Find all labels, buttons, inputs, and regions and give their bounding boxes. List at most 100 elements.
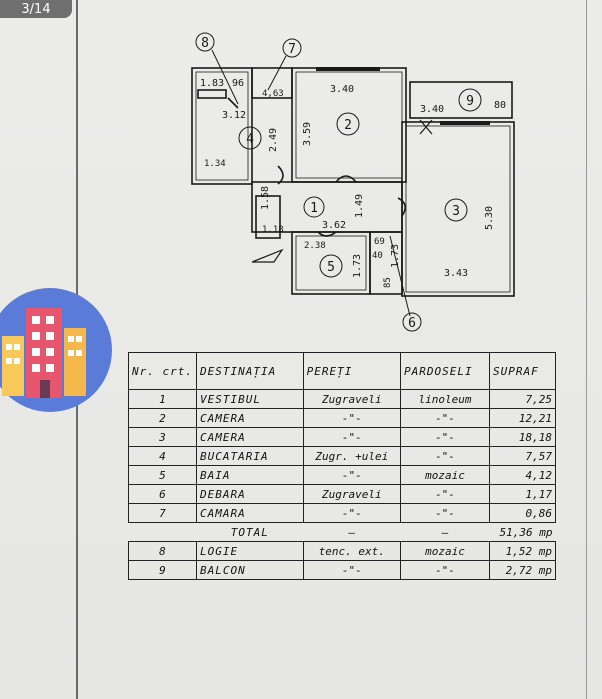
cell-nr: 9 xyxy=(128,560,197,580)
cell-destinatia: LOGIE xyxy=(195,541,304,561)
marker-circle-2 xyxy=(336,112,360,136)
table-header-row: Nr. crt. DESTINAȚIA PEREȚI PARDOSELI SUP… xyxy=(128,352,556,390)
leader-8 xyxy=(211,49,239,105)
marker-circle-3 xyxy=(444,198,468,222)
dim-1-58: 1.58 xyxy=(260,186,271,210)
cell-destinatia: CAMERA xyxy=(195,408,304,428)
dim-2-38: 2.38 xyxy=(304,241,326,251)
cell-supraf: 0,86 xyxy=(489,503,556,523)
table-total-row: TOTAL — — 51,36 mp xyxy=(128,522,556,542)
table-row: 3 CAMERA -"- -"- 18,18 xyxy=(128,427,556,447)
dim-3-59: 3.59 xyxy=(302,122,313,146)
floor-plan-walls xyxy=(191,49,515,317)
cell-pardoseli: -"- xyxy=(399,503,491,523)
cell-total-pardoseli: — xyxy=(400,522,490,542)
image-counter-badge: 3/14 xyxy=(0,0,72,18)
cell-pereti: -"- xyxy=(302,465,401,485)
cell-nr-empty xyxy=(128,522,197,542)
table-row: 1 VESTIBUL Zugraveli linoleum 7,25 xyxy=(128,389,556,409)
cell-nr: 5 xyxy=(128,465,197,485)
table-row: 8 LOGIE tenc. ext. mozaic 1,52 mp xyxy=(128,541,556,561)
marker-2: 2 xyxy=(344,118,352,133)
table-row: 7 CAMARA -"- -"- 0,86 xyxy=(128,503,556,523)
cell-supraf: 7,57 xyxy=(489,446,556,466)
dim-4-63: 4,63 xyxy=(262,89,284,99)
cell-destinatia: VESTIBUL xyxy=(195,389,304,409)
building-logo-icon xyxy=(0,288,112,412)
cell-total-pereti: — xyxy=(303,522,401,542)
cell-destinatia: BALCON xyxy=(195,560,304,580)
header-supraf: SUPRAF xyxy=(489,352,556,390)
marker-4: 4 xyxy=(246,132,254,147)
dim-3-62: 3.62 xyxy=(322,220,346,231)
marker-circle-1 xyxy=(303,196,325,218)
dim-5-30: 5.30 xyxy=(484,206,495,230)
floor-plan: 8 7 1 2 3 4 5 6 9 1.83 96 3.40 3.40 80 4… xyxy=(191,32,515,332)
rooms-table: Nr. crt. DESTINAȚIA PEREȚI PARDOSELI SUP… xyxy=(128,352,556,580)
cell-supraf: 12,21 xyxy=(489,408,556,428)
cell-nr: 2 xyxy=(128,408,197,428)
cell-pardoseli: -"- xyxy=(399,446,491,466)
door-room-2 xyxy=(335,175,357,183)
page-margin-line-right xyxy=(586,0,587,699)
dim-3-43: 3.43 xyxy=(444,268,468,279)
wall-kitchen xyxy=(191,67,253,185)
dim-2-49: 2.49 xyxy=(268,128,279,152)
cell-nr: 7 xyxy=(128,503,197,523)
cell-supraf: 1,52 mp xyxy=(489,541,556,561)
leader-6 xyxy=(389,235,411,317)
marker-8: 8 xyxy=(201,36,209,51)
cell-supraf: 2,72 mp xyxy=(489,560,556,580)
cell-pereti: Zugr. +ulei xyxy=(302,446,401,466)
dim-3-40-balcony: 3.40 xyxy=(420,104,444,115)
door-kitchen xyxy=(277,165,284,185)
header-destinatia: DESTINAȚIA xyxy=(195,352,304,390)
marker-9: 9 xyxy=(466,94,474,109)
cell-destinatia: CAMARA xyxy=(195,503,304,523)
plan-dimensions: 1.83 96 3.40 3.40 80 4,63 3.12 2.49 3.59… xyxy=(200,78,506,288)
marker-circle-9 xyxy=(458,88,482,112)
header-pereti: PEREȚI xyxy=(302,352,401,390)
cell-pardoseli: linoleum xyxy=(399,389,491,409)
dim-1-83: 1.83 xyxy=(200,78,224,89)
cell-total-supraf: 51,36 mp xyxy=(489,522,556,542)
marker-circle-6 xyxy=(402,312,422,332)
wall-loggia-window xyxy=(197,89,227,99)
marker-circle-4 xyxy=(238,126,262,150)
dim-1-73-closet: 1.73 xyxy=(390,244,401,268)
door-room-3 xyxy=(397,197,406,217)
cell-nr: 4 xyxy=(128,446,197,466)
cell-nr: 1 xyxy=(128,389,197,409)
marker-1: 1 xyxy=(310,201,318,216)
dim-1-49: 1.49 xyxy=(354,194,365,218)
marker-6: 6 xyxy=(408,316,416,331)
cell-pereti: Zugraveli xyxy=(302,389,401,409)
dim-40: 40 xyxy=(372,251,383,261)
door-balcony xyxy=(419,119,433,135)
cell-destinatia: BUCATARIA xyxy=(195,446,304,466)
cell-pardoseli: -"- xyxy=(399,408,491,428)
cell-pereti: Zugraveli xyxy=(302,484,401,504)
cell-destinatia: BAIA xyxy=(195,465,304,485)
header-nr: Nr. crt. xyxy=(128,352,197,390)
dim-69: 69 xyxy=(374,237,385,247)
cell-nr: 3 xyxy=(128,427,197,447)
cell-supraf: 7,25 xyxy=(489,389,556,409)
cell-pereti: -"- xyxy=(302,560,401,580)
table-row: 4 BUCATARIA Zugr. +ulei -"- 7,57 xyxy=(128,446,556,466)
cell-supraf: 18,18 xyxy=(489,427,556,447)
cell-destinatia: CAMERA xyxy=(195,427,304,447)
room-markers: 8 7 1 2 3 4 5 6 9 xyxy=(195,32,482,332)
table-row: 2 CAMERA -"- -"- 12,21 xyxy=(128,408,556,428)
door-bathroom xyxy=(317,231,337,237)
dim-1-34: 1.34 xyxy=(204,159,226,169)
cell-pardoseli: -"- xyxy=(399,560,491,580)
dim-80: 80 xyxy=(494,100,506,111)
cell-nr: 6 xyxy=(128,484,197,504)
wall-closet xyxy=(369,231,403,295)
cell-pereti: -"- xyxy=(302,427,401,447)
marker-5: 5 xyxy=(327,260,335,275)
cell-pardoseli: mozaic xyxy=(399,541,491,561)
dim-1-18: 1.18 xyxy=(262,225,284,235)
